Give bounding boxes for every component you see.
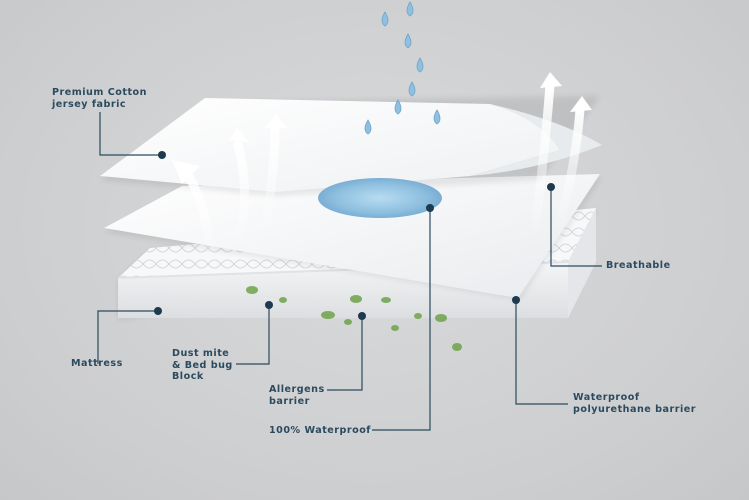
allergen-particles (246, 286, 462, 351)
water-droplets (364, 1, 441, 135)
water-pool (318, 178, 442, 218)
label-allergens-barrier: Allergens barrier (269, 384, 325, 407)
arrow-heads (172, 72, 592, 184)
label-breathable: Breathable (606, 260, 671, 271)
label-premium-cotton: Premium Cotton jersey fabric (52, 87, 147, 110)
label-100-waterproof: 100% Waterproof (269, 425, 371, 436)
label-mattress: Mattress (71, 358, 123, 369)
cotton-fabric-sheet (100, 96, 602, 196)
leader-lines (97, 112, 602, 431)
waterproof-barrier-sheet (104, 174, 602, 300)
breathable-airflow-arrows (180, 80, 585, 255)
label-polyurethane-barrier: Waterproof polyurethane barrier (573, 392, 696, 415)
label-dust-mite-block: Dust mite & Bed bug Block (172, 348, 233, 382)
leader-dots (154, 151, 555, 320)
